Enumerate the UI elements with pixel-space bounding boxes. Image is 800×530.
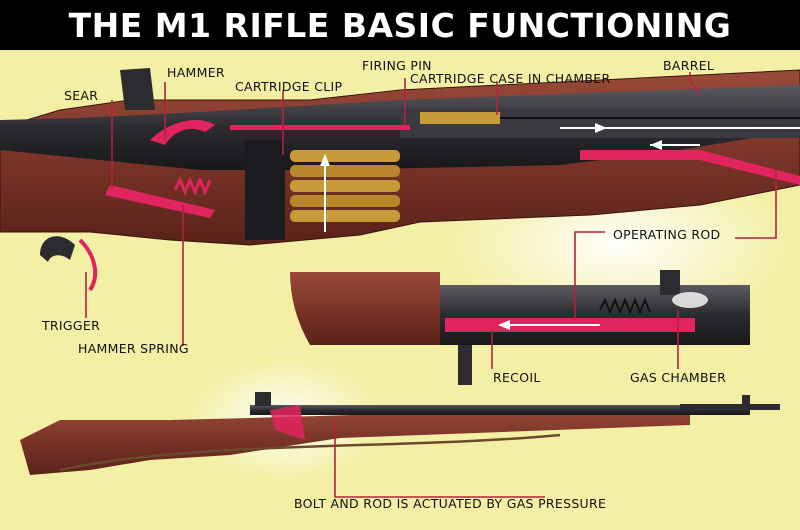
cartridge-case (420, 112, 500, 124)
top-cutaway (0, 68, 800, 292)
label-sear: SEAR (64, 88, 99, 103)
mid-cutaway (290, 270, 750, 385)
hammer-spring-coil (173, 176, 212, 196)
front-sight (660, 270, 680, 295)
full-rifle (20, 392, 780, 475)
label-trigger: TRIGGER (42, 318, 101, 333)
gas-flash (672, 292, 708, 308)
label-recoil: RECOIL (493, 370, 541, 385)
firing-pin-bar (230, 125, 410, 130)
recoil-arrow-head (498, 320, 510, 330)
label-firing-pin: FIRING PIN (362, 58, 432, 73)
op-rod-top (580, 150, 800, 185)
arrow-head-back (650, 140, 662, 150)
feed-arrow-head (320, 154, 330, 166)
cartridges (290, 150, 400, 222)
trigger-bar (105, 185, 215, 218)
label-barrel: BARREL (663, 58, 715, 73)
arrow-head-forward (595, 123, 607, 133)
full-mechanism (270, 405, 305, 440)
full-receiver (250, 405, 750, 415)
label-hammer: HAMMER (167, 65, 225, 80)
label-operating-rod: OPERATING ROD (613, 227, 721, 242)
label-cartridge-case: CARTRIDGE CASE IN CHAMBER (410, 71, 611, 86)
label-caption: BOLT AND ROD IS ACTUATED BY GAS PRESSURE (294, 496, 607, 511)
trigger-guard (40, 236, 75, 262)
label-cartridge-clip: CARTRIDGE CLIP (235, 79, 343, 94)
mid-stock (290, 272, 440, 345)
leader-lines (85, 72, 777, 498)
rear-sight (120, 68, 155, 110)
op-rod-spring (599, 297, 651, 315)
full-rear-sight (255, 392, 271, 406)
mid-lug (458, 345, 472, 385)
hammer-shape (150, 120, 215, 145)
mid-receiver (440, 285, 750, 345)
trigger-blade (78, 238, 98, 292)
full-barrel (680, 404, 780, 410)
clip-body (245, 140, 285, 240)
label-gas-chamber: GAS CHAMBER (630, 370, 727, 385)
rifle-illustration (0, 68, 800, 498)
sling (59, 433, 561, 472)
full-stock (20, 405, 690, 475)
label-hammer-spring: HAMMER SPRING (78, 341, 189, 356)
full-front-sight (742, 395, 750, 405)
poster-title: THE M1 RIFLE BASIC FUNCTIONING (0, 0, 800, 50)
